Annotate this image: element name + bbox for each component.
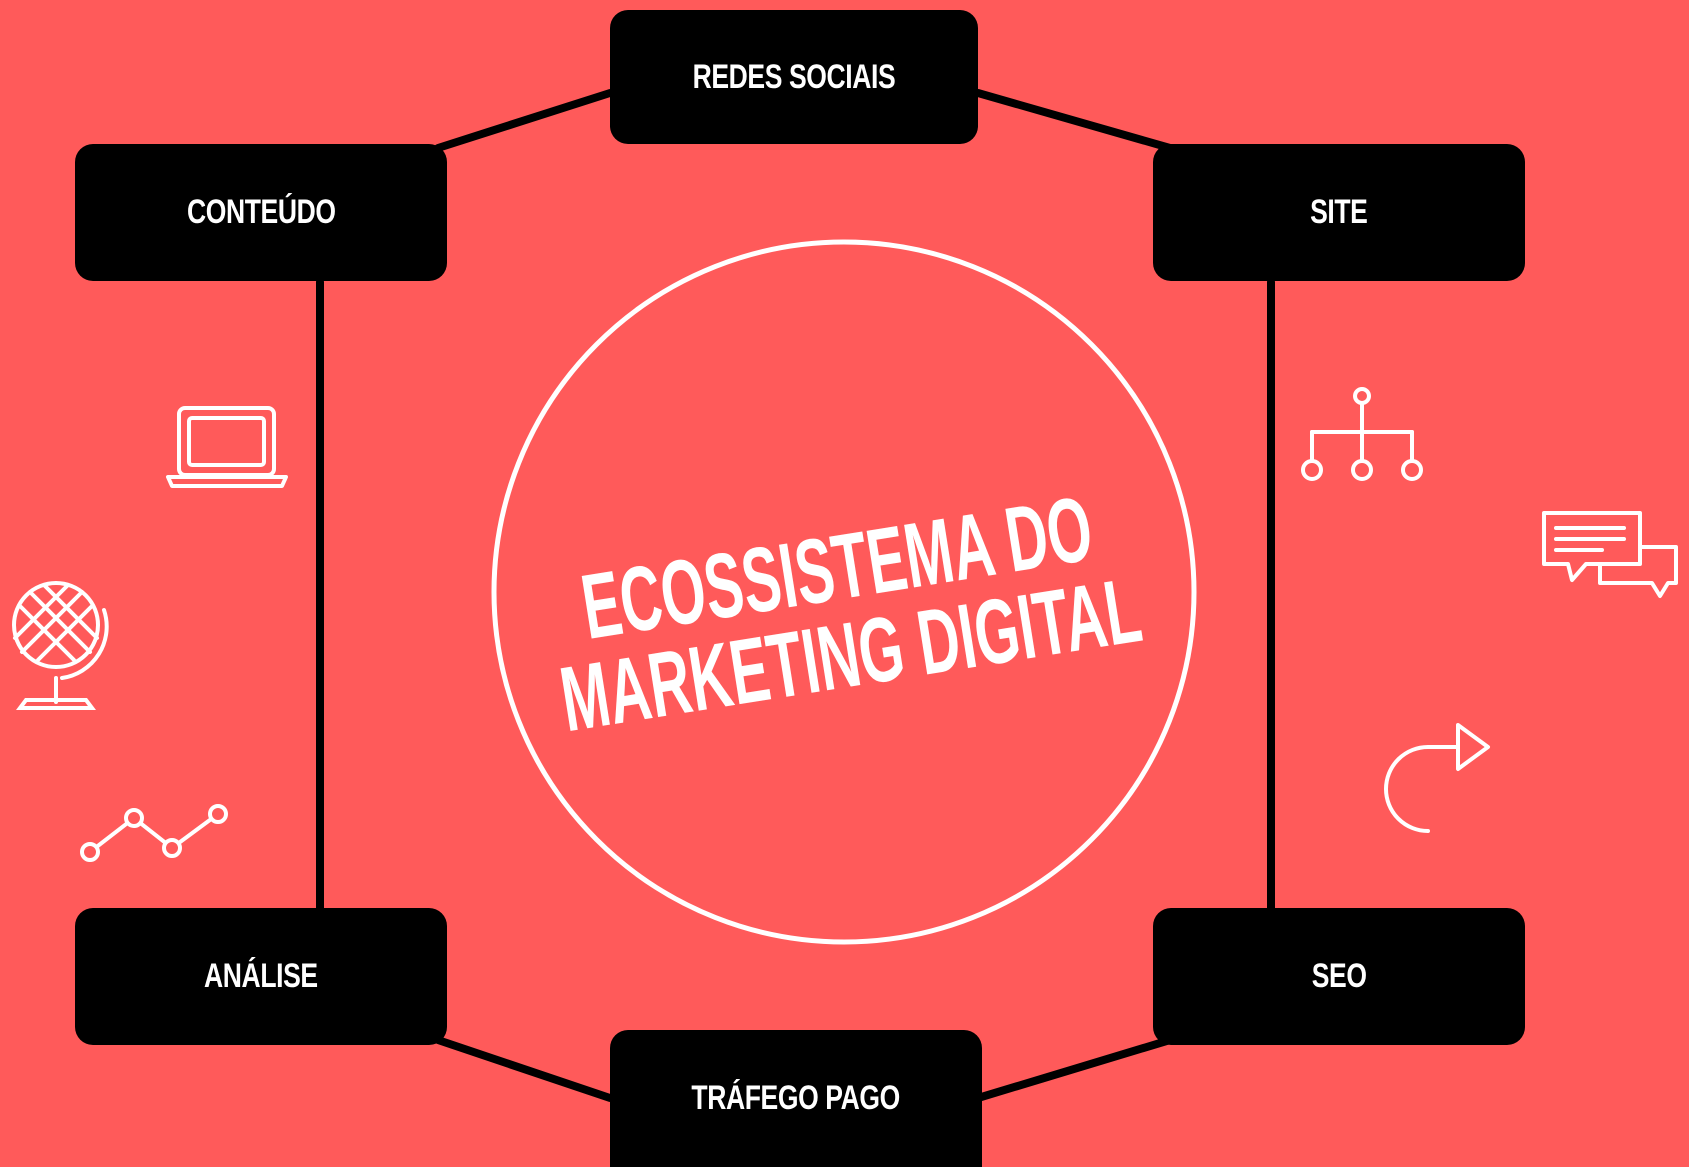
chat-bubbles-icon: [1542, 511, 1678, 598]
laptop-icon: [166, 406, 288, 488]
connector-analise-trafego: [434, 1036, 614, 1102]
node-redes-sociais: REDES SOCIAIS: [610, 10, 978, 144]
redo-arrow-icon: [1384, 723, 1490, 833]
trend-line-icon: [80, 804, 228, 862]
connector-redes-conteudo: [434, 89, 614, 152]
node-label-conteudo: CONTEÚDO: [186, 193, 336, 231]
node-label-trafego-pago: TRÁFEGO PAGO: [691, 1079, 901, 1117]
connector-redes-site: [974, 89, 1174, 152]
sitemap-icon: [1301, 387, 1423, 481]
connector-seo-trafego: [974, 1036, 1174, 1102]
node-trafego-pago: TRÁFEGO PAGO: [610, 1030, 982, 1167]
center-circle: [491, 239, 1197, 945]
node-label-seo: SEO: [1311, 957, 1367, 995]
connectors: [316, 89, 1275, 1102]
node-analise: ANÁLISE: [75, 908, 447, 1045]
node-label-site: SITE: [1310, 193, 1368, 231]
node-label-redes-sociais: REDES SOCIAIS: [692, 57, 896, 96]
node-site: SITE: [1153, 144, 1525, 281]
node-label-analise: ANÁLISE: [204, 957, 318, 995]
globe-icon: [12, 581, 109, 710]
node-conteudo: CONTEÚDO: [75, 144, 447, 281]
node-seo: SEO: [1153, 908, 1525, 1045]
